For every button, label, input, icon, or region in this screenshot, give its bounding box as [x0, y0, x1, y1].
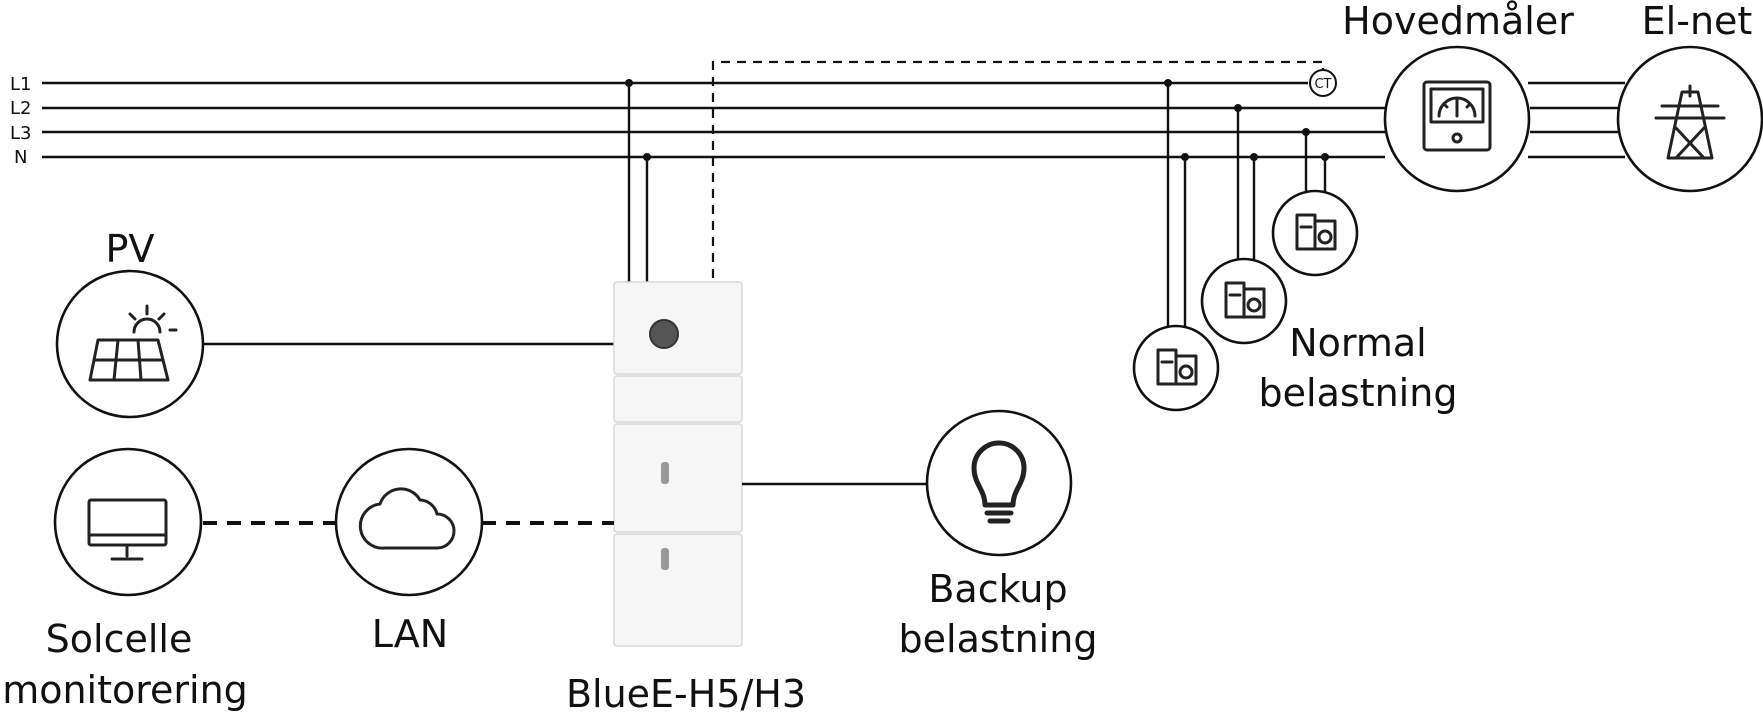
- power-pylon-icon: [1654, 84, 1726, 160]
- inverter-module: [613, 281, 743, 375]
- line-label-l1: L1: [10, 74, 31, 95]
- junction-dot: [1321, 153, 1329, 161]
- battery-indicator-icon: [661, 462, 669, 484]
- pv-circle: [55, 269, 205, 419]
- backup-label-line1: Backup: [928, 567, 1067, 611]
- backup-circle: [925, 409, 1073, 557]
- junction-dot: [1250, 153, 1258, 161]
- appliance-icon: [1295, 213, 1337, 251]
- junction-dot: [1302, 128, 1310, 136]
- appliance-circle-3: [1271, 189, 1359, 277]
- line-label-l3: L3: [10, 123, 31, 144]
- normal-load-label-line1: Normal: [1289, 321, 1427, 365]
- ct-dashed-link: [711, 60, 1325, 278]
- monitoring-label-line1: Solcelle: [46, 617, 193, 661]
- connection-module: [613, 375, 743, 423]
- backup-label-line2: belastning: [899, 617, 1098, 661]
- main-meter: Hovedmåler: [1342, 0, 1574, 193]
- monitor-icon: [87, 498, 168, 561]
- pv: PV: [55, 227, 616, 419]
- junction-dot: [625, 79, 633, 87]
- appliance-circle-1: [1132, 324, 1220, 412]
- ct-sensor: CT: [711, 60, 1337, 278]
- ct-circle: [1309, 69, 1337, 97]
- meter-gauge-icon: [1422, 80, 1492, 152]
- appliance-icon: [1224, 281, 1266, 319]
- monitoring-chain: Solcelle monitorering LAN: [2, 447, 614, 712]
- backup-load: Backup belastning: [742, 409, 1098, 661]
- junction-dot: [1234, 104, 1242, 112]
- monitoring-label-line2: monitorering: [2, 668, 248, 712]
- solar-panel-sun-icon: [88, 304, 178, 382]
- main-meter-label: Hovedmåler: [1342, 0, 1574, 43]
- junction-dot: [643, 153, 651, 161]
- battery-indicator-icon: [661, 548, 669, 570]
- monitor-circle: [53, 447, 203, 597]
- lan-circle: [334, 447, 484, 597]
- cloud-icon: [358, 487, 456, 550]
- bus-lines: L1 L2 L3 N: [10, 74, 1625, 168]
- inverter-label: BlueE-H5/H3: [566, 672, 806, 716]
- normal-load-drops: [1164, 79, 1329, 328]
- battery-module-2: [613, 533, 743, 647]
- inverter-drops: [625, 79, 651, 282]
- main-meter-circle: [1383, 45, 1531, 193]
- junction-dot: [1181, 153, 1189, 161]
- junction-dot: [1164, 79, 1172, 87]
- appliance-icon: [1156, 348, 1198, 386]
- lan-label: LAN: [372, 612, 448, 656]
- grid: El-net: [1616, 0, 1763, 193]
- ct-label: CT: [1314, 77, 1331, 92]
- pv-label: PV: [106, 227, 155, 271]
- lightbulb-icon: [971, 440, 1027, 524]
- normal-load-label-line2: belastning: [1259, 371, 1458, 415]
- line-label-n: N: [14, 147, 27, 168]
- line-label-l2: L2: [10, 98, 31, 119]
- inverter-display-icon: [649, 319, 679, 349]
- normal-loads: Normal belastning: [1132, 189, 1458, 415]
- battery-module-1: [613, 423, 743, 533]
- inverter-battery-stack: BlueE-H5/H3: [566, 281, 806, 716]
- appliance-circle-2: [1200, 257, 1288, 345]
- grid-label: El-net: [1642, 0, 1753, 43]
